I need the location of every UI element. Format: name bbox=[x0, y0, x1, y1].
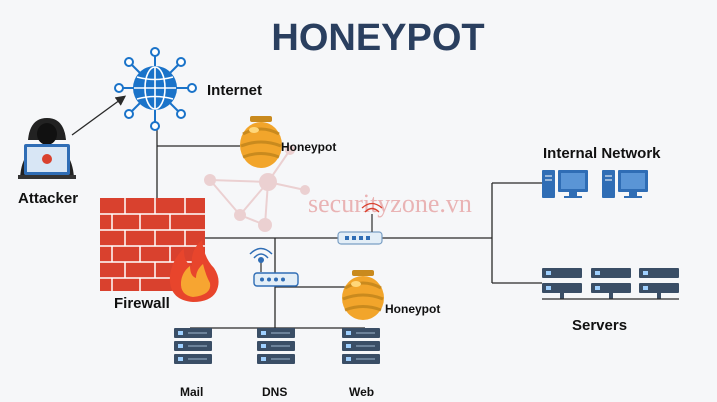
flame-icon bbox=[169, 240, 219, 302]
servers-label: Servers bbox=[572, 317, 627, 334]
server-rack-icon bbox=[542, 268, 582, 299]
web-server-icon bbox=[342, 328, 380, 364]
honeypot-dmz-icon bbox=[342, 270, 384, 320]
attack-arrow bbox=[71, 95, 127, 136]
web-label: Web bbox=[349, 385, 374, 399]
attacker-label: Attacker bbox=[18, 190, 78, 207]
internal-pc-icon bbox=[602, 170, 648, 198]
internet-label: Internet bbox=[207, 82, 262, 99]
attacker-hacker-icon bbox=[18, 118, 76, 179]
firewall-label: Firewall bbox=[114, 295, 170, 312]
network-switch-icon bbox=[337, 202, 383, 245]
dns-server-icon bbox=[257, 328, 295, 364]
honeypot-dmz-label: Honeypot bbox=[385, 302, 440, 316]
watermark-text: securityzone.vn bbox=[308, 189, 472, 218]
honeypot-top-label: Honeypot bbox=[281, 140, 336, 154]
server-rack-icon bbox=[591, 268, 631, 299]
diagram-title: HONEYPOT bbox=[271, 17, 484, 59]
internal-pc-icon bbox=[542, 170, 588, 198]
router-icon bbox=[249, 247, 299, 287]
mail-server-icon bbox=[174, 328, 212, 364]
mail-label: Mail bbox=[180, 385, 203, 399]
watermark-logo bbox=[204, 145, 310, 232]
dns-label: DNS bbox=[262, 385, 287, 399]
firewall-brick-icon bbox=[100, 198, 205, 291]
internet-globe-icon bbox=[114, 47, 197, 131]
internal-network-label: Internal Network bbox=[543, 145, 661, 162]
honeypot-top-icon bbox=[240, 116, 282, 168]
server-rack-icon bbox=[639, 268, 679, 299]
